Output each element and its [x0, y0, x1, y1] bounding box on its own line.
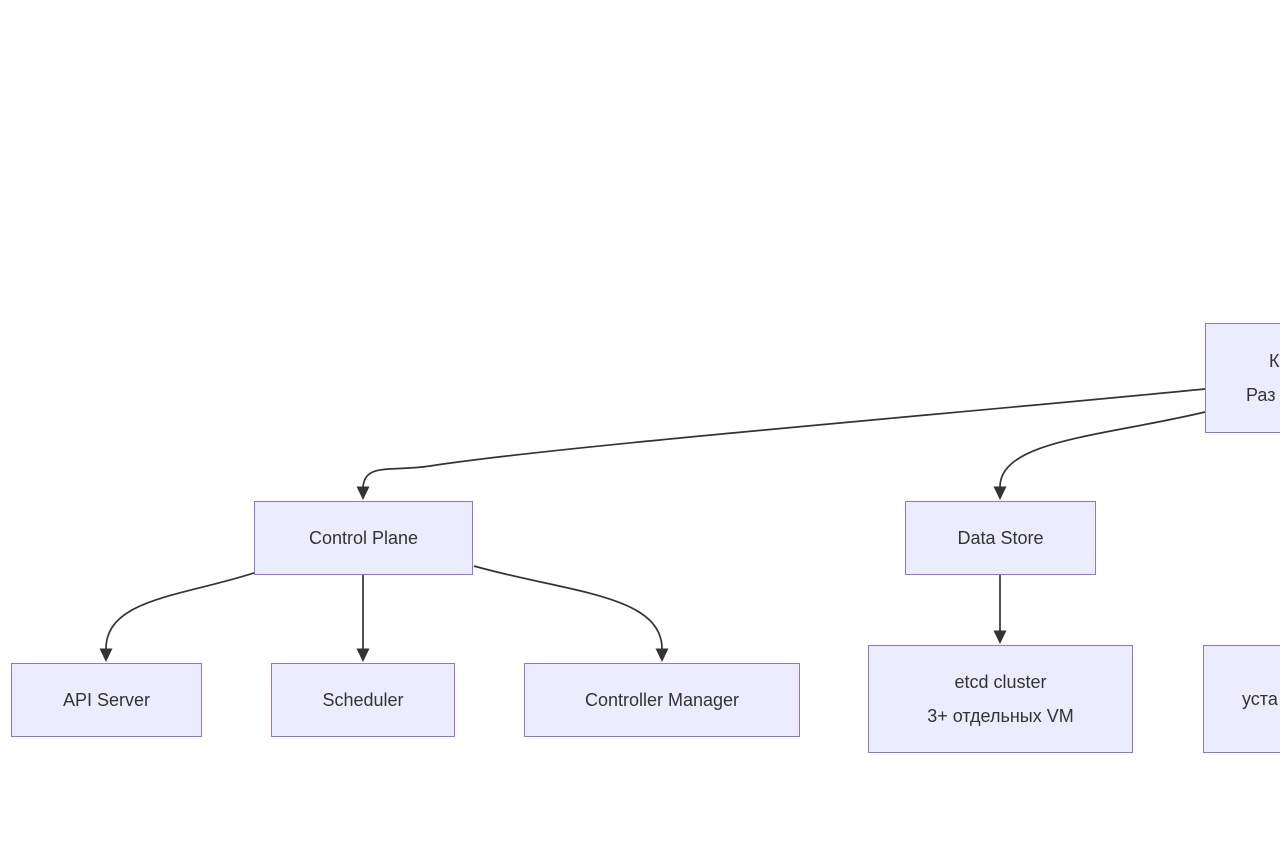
node-cluster-line2: Раз	[1246, 385, 1276, 405]
arrowhead-api-server	[99, 648, 113, 662]
arrowhead-etcd	[993, 630, 1007, 644]
arrowhead-controller-manager	[655, 648, 669, 662]
arrowhead-data-store	[993, 486, 1007, 500]
node-etcd-line2: 3+ отдельных VM	[927, 706, 1074, 726]
node-data-store: Data Store	[905, 501, 1096, 575]
node-data-store-label: Data Store	[957, 528, 1044, 548]
node-api-server-label: API Server	[62, 690, 151, 710]
arrowhead-scheduler	[356, 648, 370, 662]
node-controller-manager: Controller Manager	[524, 663, 800, 737]
edge-control-plane-to-api-server	[105, 571, 258, 650]
node-control-plane: Control Plane	[254, 501, 473, 575]
node-cluster-line1: К	[1269, 351, 1280, 371]
node-etcd: etcd cluster 3+ отдельных VM	[868, 645, 1133, 753]
node-bottom-right-clipped: уста	[1203, 645, 1280, 753]
node-scheduler-label: Scheduler	[322, 690, 404, 710]
arrowhead-control-plane	[356, 486, 370, 500]
node-controller-manager-label: Controller Manager	[584, 690, 740, 710]
node-scheduler: Scheduler	[271, 663, 455, 737]
node-api-server: API Server	[11, 663, 202, 737]
node-control-plane-label: Control Plane	[308, 528, 419, 548]
node-cluster-clipped: К Раз	[1205, 323, 1280, 433]
node-etcd-line1: etcd cluster	[954, 672, 1047, 692]
edge-cluster-to-control-plane	[362, 388, 1206, 490]
edge-cluster-to-data-store	[999, 411, 1206, 488]
node-bottom-right-line2: уста	[1242, 689, 1278, 709]
edge-control-plane-to-controller-manager	[473, 565, 663, 650]
